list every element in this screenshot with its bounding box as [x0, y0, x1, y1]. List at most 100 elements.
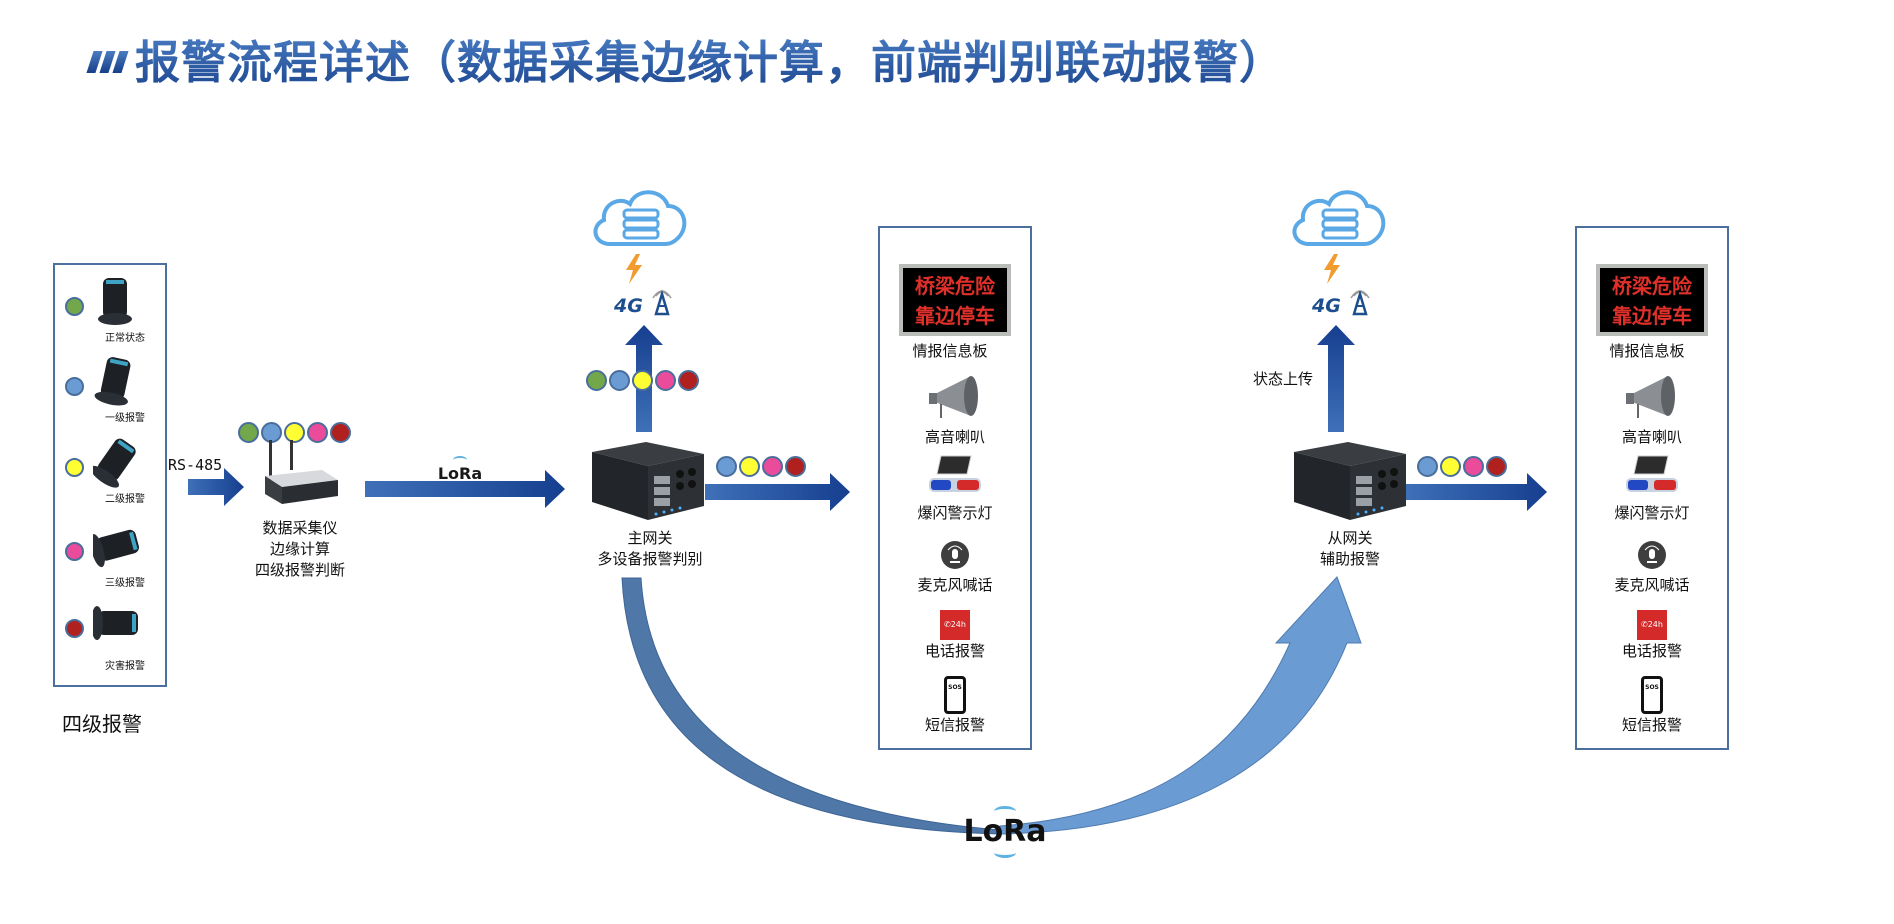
output-item-horn: 高音喇叭	[1577, 372, 1727, 447]
collector-line: 四级报警判断	[254, 561, 345, 579]
sensor-label: 正常状态	[105, 333, 145, 344]
output-label: 爆闪警示灯	[1614, 504, 1690, 522]
sensor-icon	[93, 529, 139, 568]
status-dot-yellow	[1440, 456, 1461, 477]
sub-gateway-label: 从网关 辅助报警	[1280, 528, 1420, 570]
output-label: 麦克风喊话	[917, 576, 993, 594]
signal-tower-icon	[652, 289, 672, 316]
sign-line: 桥梁危险	[1612, 274, 1692, 298]
output-item-phone: ✆24h 电话报警	[1577, 610, 1727, 661]
sensor-level-2: 二级报警	[55, 436, 165, 506]
sensor-label: 一级报警	[105, 413, 145, 424]
output-item-led-sign: 桥梁危险 靠边停车 情报信息板	[880, 264, 1030, 361]
phone-24h-icon: ✆24h	[1637, 610, 1667, 640]
phone-badge: 24h	[1647, 620, 1663, 629]
status-dot-yellow	[739, 456, 760, 477]
rs485-arrow	[188, 468, 244, 506]
status-dot-blue	[716, 456, 737, 477]
output-label: 高音喇叭	[924, 428, 985, 446]
status-dot-red	[1486, 456, 1507, 477]
lora-wave-icon	[994, 847, 1016, 858]
output-label: 电话报警	[1621, 642, 1682, 660]
sensor-icon	[98, 278, 132, 325]
lora-arrow	[365, 470, 565, 508]
output-item-microphone: 麦克风喊话	[880, 540, 1030, 595]
lora-curve-arrow-head	[999, 576, 1362, 835]
main-gateway-line: 主网关	[627, 529, 673, 547]
lora-logo: LoRa	[430, 456, 490, 483]
status-dot-blue	[65, 377, 84, 396]
output-item-led-sign: 桥梁危险 靠边停车 情报信息板	[1577, 264, 1727, 361]
cloud-server-icon	[1292, 190, 1386, 246]
led-sign-icon: 桥梁危险 靠边停车	[899, 264, 1011, 336]
main-upload-dots	[586, 370, 699, 391]
horn-speaker-icon	[929, 376, 978, 418]
lora-label: LoRa	[437, 464, 483, 483]
microphone-icon	[1638, 541, 1666, 569]
output-label: 高音喇叭	[1621, 428, 1682, 446]
sensor-label: 灾害报警	[105, 661, 145, 672]
led-sign-icon: 桥梁危险 靠边停车	[1596, 264, 1708, 336]
phone-badge: 24h	[950, 620, 966, 629]
output-item-microphone: 麦克风喊话	[1577, 540, 1727, 595]
status-dot-yellow	[65, 458, 84, 477]
output-item-strobe: 爆闪警示灯	[1577, 454, 1727, 523]
status-dot-yellow	[632, 370, 653, 391]
sensor-icon	[93, 606, 138, 640]
main-output-dots	[716, 456, 806, 477]
sensor-label: 三级报警	[105, 578, 145, 589]
status-upload-label: 状态上传	[1253, 370, 1314, 388]
sensor-level-3: 三级报警	[55, 520, 165, 590]
output-label: 麦克风喊话	[1614, 576, 1690, 594]
collector-line: 边缘计算	[269, 540, 330, 558]
status-dot-red	[330, 422, 351, 443]
status-dot-yellow	[284, 422, 305, 443]
status-dot-blue	[609, 370, 630, 391]
collector-line: 数据采集仪	[262, 519, 338, 537]
sub-upload-arrow	[1317, 325, 1355, 432]
sign-line: 靠边停车	[1612, 304, 1692, 328]
status-dot-pink	[307, 422, 328, 443]
page-title: 报警流程详述（数据采集边缘计算，前端判别联动报警）	[86, 28, 1285, 89]
main-gateway-label: 主网关 多设备报警判别	[580, 528, 720, 570]
status-dot-green	[238, 422, 259, 443]
main-output-arrow	[705, 473, 850, 511]
output-item-horn: 高音喇叭	[880, 372, 1030, 447]
output-item-strobe: 爆闪警示灯	[880, 454, 1030, 523]
sensor-level-disaster: 灾害报警	[55, 597, 165, 672]
sub-gateway-line: 辅助报警	[1319, 550, 1380, 568]
sensor-level-1: 一级报警	[55, 355, 165, 425]
4g-label: 4G	[614, 295, 643, 317]
sms-sos-icon: SOS	[944, 676, 966, 714]
output-label: 爆闪警示灯	[917, 504, 993, 522]
cloud-server-icon	[593, 190, 687, 246]
sub-gateway-icon	[1294, 442, 1406, 520]
status-dot-red	[785, 456, 806, 477]
status-dot-pink	[1463, 456, 1484, 477]
output-label: 情报信息板	[1609, 342, 1685, 360]
sign-line: 桥梁危险	[915, 274, 995, 298]
sensor-icon	[93, 438, 136, 488]
lora-wave-icon	[453, 456, 467, 464]
signal-tower-icon	[1350, 289, 1370, 316]
sms-badge: SOS	[1645, 684, 1659, 691]
sub-output-dots	[1417, 456, 1507, 477]
status-dot-pink	[655, 370, 676, 391]
alarm-output-panel-main: 桥梁危险 靠边停车 情报信息板 高音喇叭 爆闪警示灯 麦克风喊话 ✆24h 电话…	[878, 226, 1032, 750]
lora-logo-bottom: LoRa	[955, 806, 1055, 858]
output-item-sms: SOS 短信报警	[1577, 676, 1727, 735]
data-collector-icon	[265, 440, 338, 504]
sign-line: 靠边停车	[915, 304, 995, 328]
4g-label: 4G	[1312, 295, 1341, 317]
microphone-icon	[941, 541, 969, 569]
strobe-light-icon	[1626, 455, 1678, 492]
output-label: 短信报警	[1621, 716, 1682, 734]
4g-tower-sub: 4G	[1312, 288, 1374, 317]
collector-signal-dots	[238, 422, 351, 443]
main-gateway-line: 多设备报警判别	[597, 550, 703, 568]
4g-tower-main: 4G	[614, 288, 676, 317]
status-dot-red	[678, 370, 699, 391]
output-item-sms: SOS 短信报警	[880, 676, 1030, 735]
sub-output-arrow	[1405, 473, 1547, 511]
sensor-panel-caption: 四级报警	[62, 712, 142, 736]
